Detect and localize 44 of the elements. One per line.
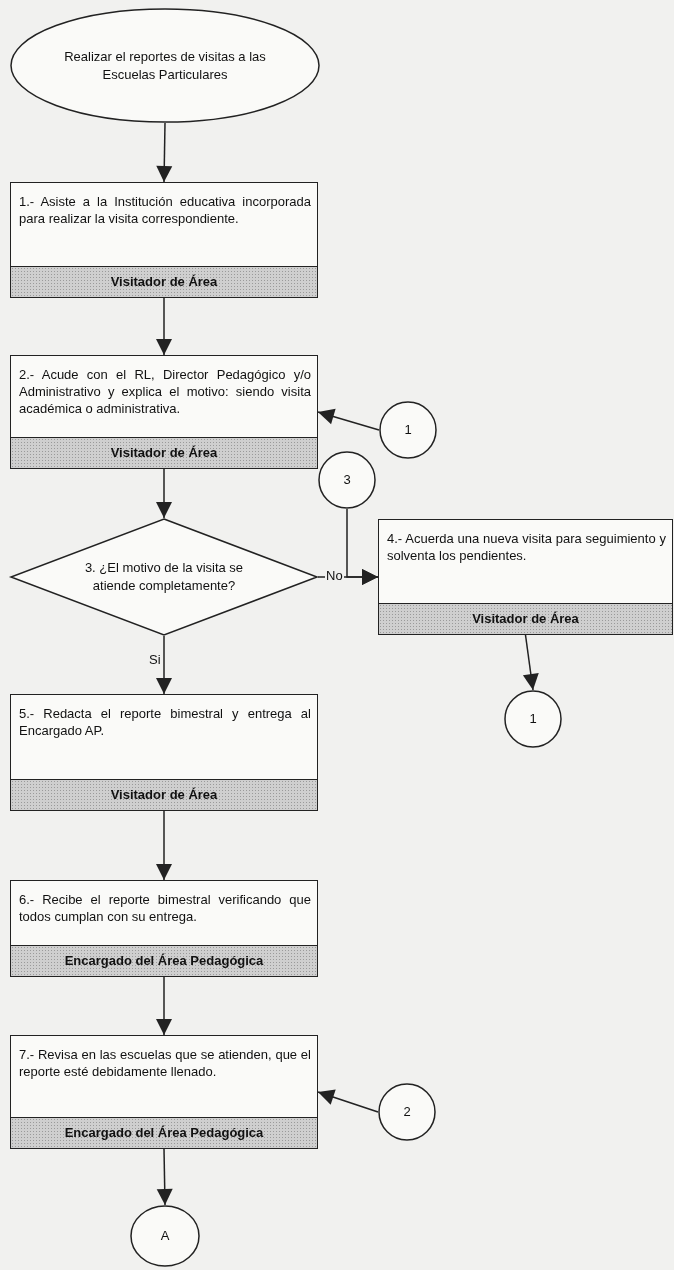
connector-circle bbox=[378, 1083, 436, 1141]
connector-number: 3 bbox=[342, 471, 352, 489]
decision-diamond bbox=[10, 518, 318, 636]
arrow bbox=[156, 297, 172, 356]
step-text: 1.- Asiste a la Institución educativa incorporada para realizar la visita correspondiente. bbox=[19, 193, 311, 227]
connector-circle bbox=[130, 1205, 200, 1267]
role-label: Visitador de Área bbox=[11, 266, 317, 297]
arrow bbox=[156, 1148, 173, 1206]
step-text: 6.- Recibe el reporte bimestral verificando que todos cumplan con su entrega. bbox=[19, 891, 311, 925]
arrow bbox=[522, 634, 539, 691]
decision-text: 3. ¿El motivo de la visita se atiende completamente? bbox=[83, 559, 245, 595]
connector-number: 1 bbox=[528, 710, 538, 728]
step-text: 4.- Acuerda una nueva visita para seguimiento y solventa los pendientes. bbox=[387, 530, 666, 564]
arrow bbox=[156, 976, 172, 1036]
connector-circle bbox=[504, 690, 562, 748]
role-label: Visitador de Área bbox=[11, 779, 317, 810]
arrow bbox=[156, 810, 172, 881]
process-box bbox=[10, 694, 318, 811]
arrow bbox=[156, 122, 173, 183]
connector-circle bbox=[379, 401, 437, 459]
arrow bbox=[156, 635, 172, 695]
role-label: Encargado del Área Pedagógica bbox=[11, 1117, 317, 1148]
process-box bbox=[10, 355, 318, 469]
arrow bbox=[317, 1089, 379, 1113]
step-text: 7.- Revisa en las escuelas que se atienden, que el reporte esté debidamente llenado. bbox=[19, 1046, 311, 1080]
edge-label: Si bbox=[148, 652, 162, 667]
arrow bbox=[317, 408, 380, 431]
process-box bbox=[378, 519, 673, 635]
step-text: 2.- Acude con el RL, Director Pedagógico y/o Administrativo y explica el motivo: siendo visita académica o administrativa. bbox=[19, 366, 311, 417]
connector-number: 2 bbox=[402, 1103, 412, 1121]
start-text: Realizar el reportes de visitas a las Escuelas Particulares bbox=[63, 47, 267, 84]
role-label: Visitador de Área bbox=[11, 437, 317, 468]
connector-circle bbox=[318, 451, 376, 509]
process-box bbox=[10, 182, 318, 298]
start-ellipse bbox=[10, 8, 320, 123]
edge-label: No bbox=[325, 568, 344, 583]
connector-number: A bbox=[159, 1227, 171, 1245]
role-label: Encargado del Área Pedagógica bbox=[11, 945, 317, 976]
process-box bbox=[10, 1035, 318, 1149]
step-text: 5.- Redacta el reporte bimestral y entrega al Encargado AP. bbox=[19, 705, 311, 739]
connector-number: 1 bbox=[403, 421, 413, 439]
process-box bbox=[10, 880, 318, 977]
arrow bbox=[156, 468, 172, 519]
role-label: Visitador de Área bbox=[379, 603, 672, 634]
